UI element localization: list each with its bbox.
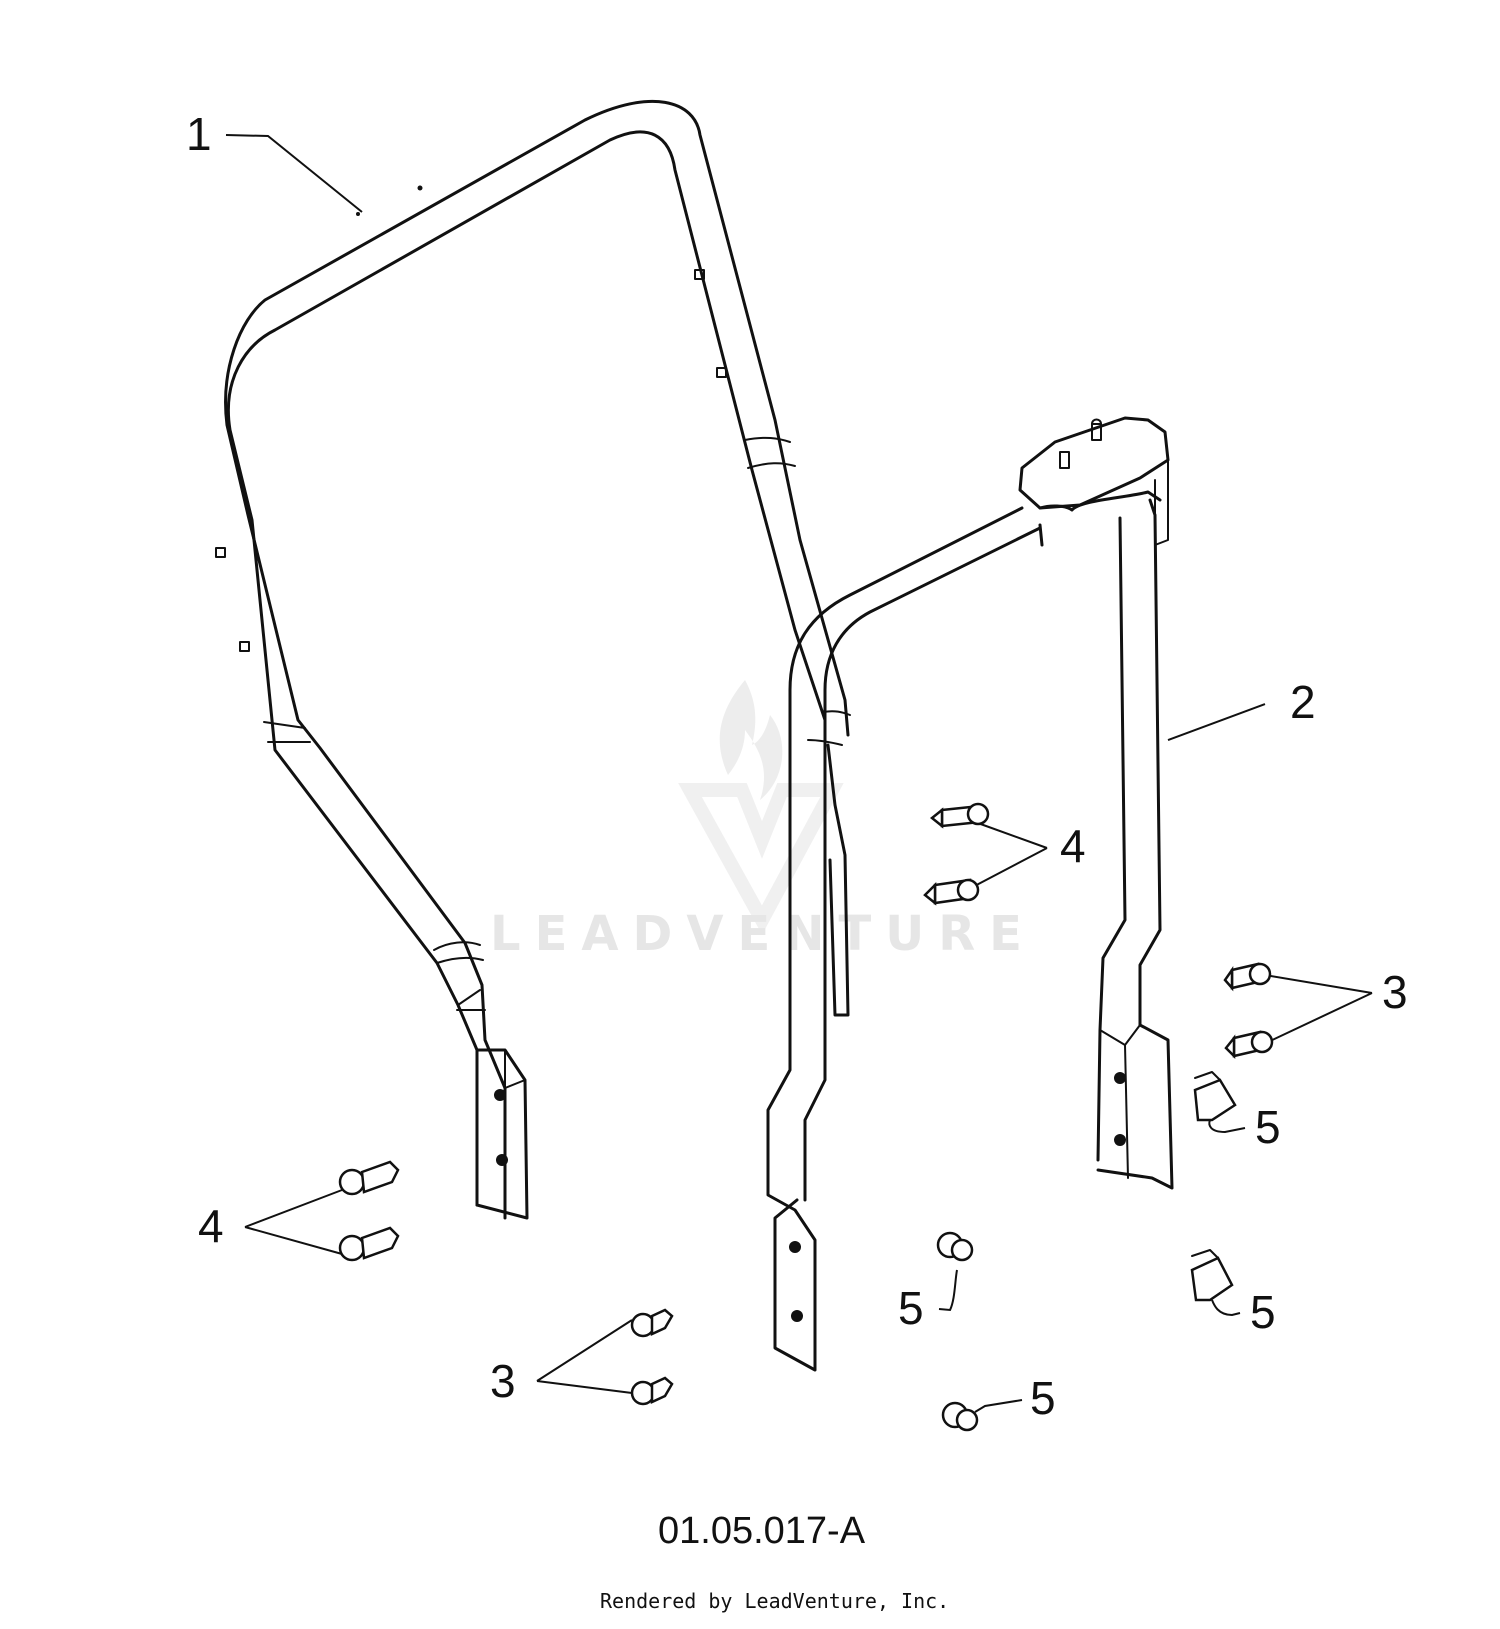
nut-5c [936,1231,974,1262]
watermark: LEADVENTURE [490,680,1036,962]
bolt-4b [923,878,980,906]
callout-5-center-upper: 5 [898,1282,924,1334]
fasteners [338,802,1274,1432]
callout-1: 1 [186,108,212,160]
callout-5-right-lower: 5 [1250,1286,1276,1338]
part-1-roll-bar [215,99,851,1220]
bolt-3c [630,1308,674,1338]
callout-4-left: 4 [198,1200,224,1252]
part-2-front-frame [766,416,1174,1372]
flame-logo-icon [678,680,844,935]
render-credit: Rendered by LeadVenture, Inc. [600,1589,949,1613]
bolt-3a [1223,962,1272,992]
callouts: 1 2 4 3 5 4 5 5 3 5 [186,108,1408,1424]
drawing-code: 01.05.017-A [658,1510,866,1552]
callout-3-lower: 3 [490,1355,516,1407]
bolt-4c [338,1160,400,1196]
callout-3-right: 3 [1382,966,1408,1018]
callout-5-right-upper: 5 [1255,1101,1281,1153]
bolt-4d [338,1226,400,1262]
callout-5-center-lower: 5 [1030,1372,1056,1424]
watermark-text: LEADVENTURE [490,906,1036,962]
nut-5a [1193,1071,1237,1122]
leader-lines [225,134,1373,1413]
nut-5d [941,1401,979,1432]
callout-2: 2 [1290,676,1316,728]
bolt-3d [630,1376,674,1406]
nut-5b [1190,1249,1234,1302]
bolt-4a [929,802,990,829]
bolt-3b [1224,1030,1274,1060]
callout-4-center: 4 [1060,820,1086,872]
